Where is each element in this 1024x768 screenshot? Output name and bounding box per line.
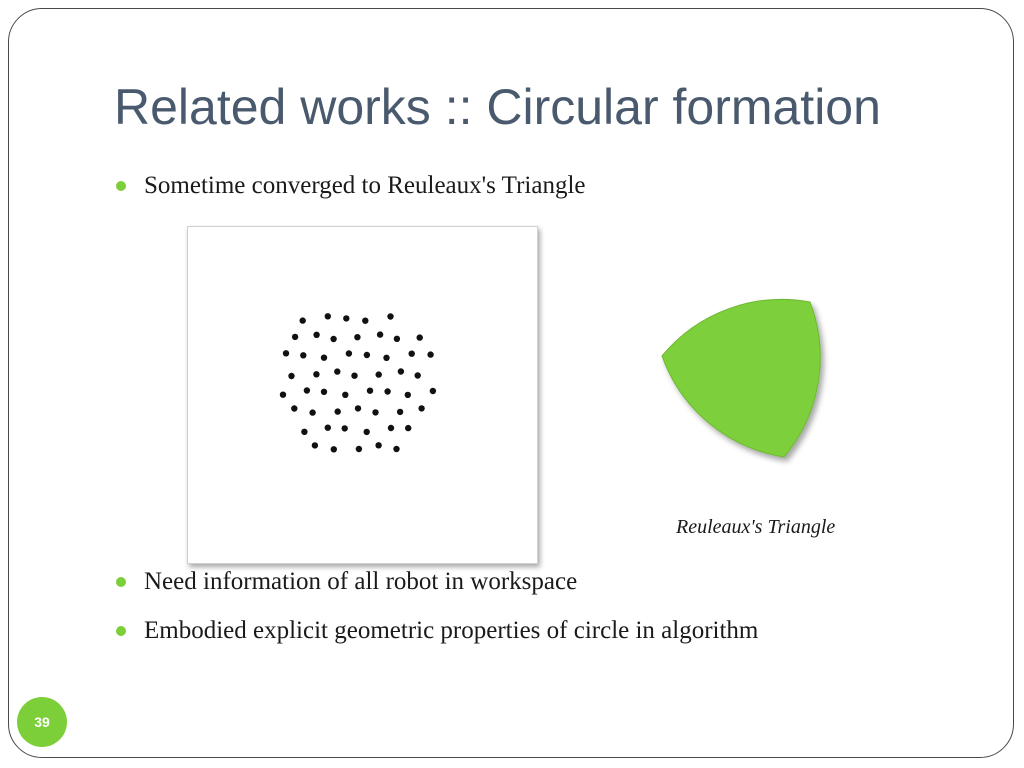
robot-dot: [282, 350, 290, 357]
figure-caption: Reuleaux's Triangle: [676, 516, 836, 538]
bullet-text: Embodied explicit geometric properties o…: [144, 617, 759, 644]
robot-dot: [384, 388, 391, 395]
robot-dot: [429, 387, 437, 395]
robot-dot: [427, 351, 434, 358]
robot-dot: [351, 372, 358, 379]
robot-dot: [363, 428, 370, 436]
robot-formation-image: [187, 226, 538, 564]
slide-frame: [8, 8, 1014, 758]
robot-dot: [355, 445, 363, 453]
robot-dot: [416, 334, 423, 341]
bullet-item: Embodied explicit geometric properties o…: [116, 617, 758, 645]
bullet-item: Need information of all robot in workspa…: [116, 568, 577, 596]
robot-dot: [393, 445, 400, 453]
bullet-item: Sometime converged to Reuleaux's Triangl…: [116, 172, 585, 200]
robot-dot: [309, 409, 316, 416]
slide-title: Related works :: Circular formation: [114, 79, 881, 135]
robot-dot: [334, 368, 341, 375]
robot-dot: [288, 372, 295, 380]
robot-dot: [301, 428, 308, 435]
robot-dot: [342, 391, 349, 398]
bullet-marker: [116, 181, 126, 191]
bullet-marker: [116, 577, 126, 587]
robot-dot: [345, 350, 353, 357]
robot-dot: [341, 425, 348, 432]
robot-dot: [375, 371, 382, 378]
reuleaux-triangle-shape: [661, 298, 821, 458]
robot-dot: [354, 334, 361, 341]
robot-dot: [291, 405, 298, 412]
reuleaux-triangle-figure: [661, 298, 821, 458]
robot-dot: [343, 315, 350, 322]
bullet-text: Sometime converged to Reuleaux's Triangl…: [144, 172, 586, 199]
robot-dot: [324, 424, 331, 431]
robot-dot: [396, 408, 404, 416]
robot-dot: [334, 408, 341, 415]
robot-dot: [366, 387, 374, 394]
robot-dot: [397, 368, 405, 375]
robot-dot: [362, 317, 369, 324]
robot-dot: [372, 409, 379, 416]
robot-dot: [405, 424, 412, 432]
robot-dot: [313, 371, 320, 378]
robot-dot: [279, 391, 287, 398]
robot-dot: [408, 350, 415, 357]
robot-dot: [393, 335, 401, 342]
bullet-text: Need information of all robot in workspa…: [144, 568, 578, 595]
robot-dot: [320, 388, 328, 395]
robot-dot: [414, 372, 421, 379]
robot-dot: [404, 391, 411, 399]
robot-dots-figure: [279, 313, 437, 453]
robot-dot: [376, 331, 384, 338]
robot-dot: [311, 442, 319, 449]
robot-dot: [387, 424, 395, 432]
robot-dot: [330, 446, 337, 453]
robot-dot: [387, 313, 394, 320]
robot-dot: [299, 317, 306, 324]
robot-dot: [291, 333, 299, 341]
bullet-marker: [116, 626, 126, 636]
robot-dot: [313, 331, 320, 338]
robot-dot: [300, 352, 307, 359]
robot-dot: [363, 351, 371, 359]
robot-dot: [303, 387, 311, 394]
robot-dot: [324, 313, 331, 320]
robot-dot: [375, 442, 382, 449]
page-number-badge: 39: [17, 697, 67, 747]
robot-dot: [320, 354, 328, 361]
robot-dot: [330, 335, 337, 343]
robot-dot: [354, 405, 362, 412]
robot-dot: [383, 354, 390, 361]
robot-dot: [418, 405, 425, 412]
